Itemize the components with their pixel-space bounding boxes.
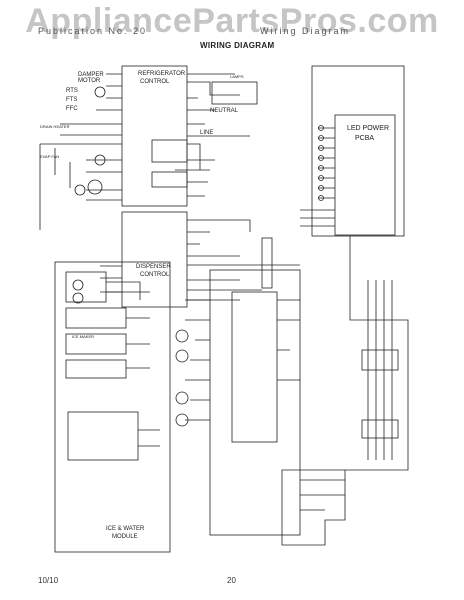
dispenser-control-label-2: CONTROL <box>140 272 170 278</box>
refrigerator-control-label-1: REFRIGERATOR <box>138 71 186 77</box>
drain-heater-label: DRAIN HEATER <box>40 124 70 129</box>
neutral-label: NEUTRAL <box>210 108 239 114</box>
damper-motor-label-1: DAMPER <box>78 72 104 78</box>
diagram-title: WIRING DIAGRAM <box>200 41 275 50</box>
ice-water-label-2: MODULE <box>112 534 138 540</box>
evap-fan-label: EVAP FAN <box>40 154 59 159</box>
dispenser-control-label-1: DISPENSER <box>136 264 171 270</box>
ice-water-label-1: ICE & WATER <box>106 526 145 532</box>
refrigerator-control-box <box>121 65 188 207</box>
refrigerator-control-label-2: CONTROL <box>140 79 170 85</box>
footer-page: 20 <box>227 576 236 585</box>
dispenser-control-box <box>121 211 188 308</box>
damper-motor-label-2: MOTOR <box>78 78 101 84</box>
led-power-box <box>334 114 396 236</box>
ice-water-module-box <box>54 261 171 553</box>
led-power-label-1: LED POWER <box>347 125 389 132</box>
footer-date: 10/10 <box>38 576 59 585</box>
rts-label: RTS <box>66 88 78 94</box>
watermark: AppliancePartsPros.com <box>25 2 439 40</box>
ffc-label: FFC <box>66 106 78 112</box>
header-left: Publication No. 20 <box>38 26 148 36</box>
fts-label: FTS <box>66 97 77 103</box>
header-right: Wiring Diagram <box>260 26 351 36</box>
led-power-label-2: PCBA <box>355 135 374 142</box>
ice-maker-label: ICE MAKER <box>72 334 94 339</box>
lamps-label: LAMPS <box>230 74 244 79</box>
line-label: LINE <box>200 130 213 136</box>
